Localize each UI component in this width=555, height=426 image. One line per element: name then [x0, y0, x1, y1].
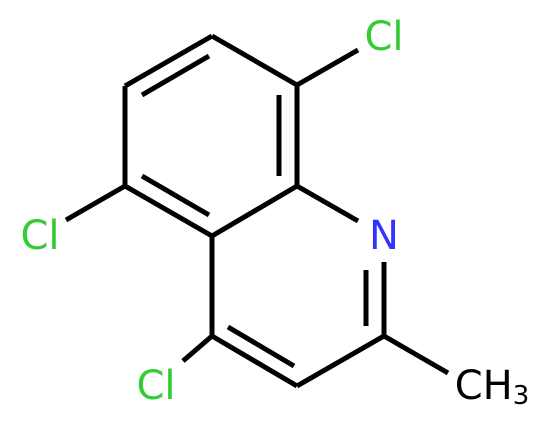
bond-c8-c7	[210, 33, 299, 88]
bond-c8a-n	[295, 183, 360, 224]
bond-c7-c6-inner	[140, 53, 211, 98]
bond-c2-methyl	[382, 333, 450, 376]
bond-c5-c4a	[123, 183, 214, 239]
bond-c2-c3	[295, 333, 386, 389]
bond-layer	[64, 33, 450, 389]
bond-c5-cl	[64, 183, 127, 223]
chlorine-label-left: Cl	[20, 213, 59, 259]
methyl-subscript: 3	[513, 381, 530, 411]
atom-labels: Cl Cl Cl N CH3	[20, 14, 529, 411]
bond-c4-cl	[181, 334, 214, 363]
methyl-label: CH3	[455, 363, 530, 411]
bond-c5-c4a-inner	[140, 173, 211, 218]
nitrogen-label: N	[369, 213, 399, 259]
bond-c3-c4-inner	[226, 324, 296, 369]
bond-c4a-c8a	[210, 183, 299, 239]
chlorine-label-bottom: Cl	[136, 363, 175, 409]
methyl-text: CH	[455, 363, 513, 409]
chlorine-label-top: Cl	[364, 14, 403, 60]
bond-c7-c6	[123, 33, 214, 89]
bond-c3-c4	[210, 333, 299, 389]
bond-c8-cl	[295, 47, 360, 88]
